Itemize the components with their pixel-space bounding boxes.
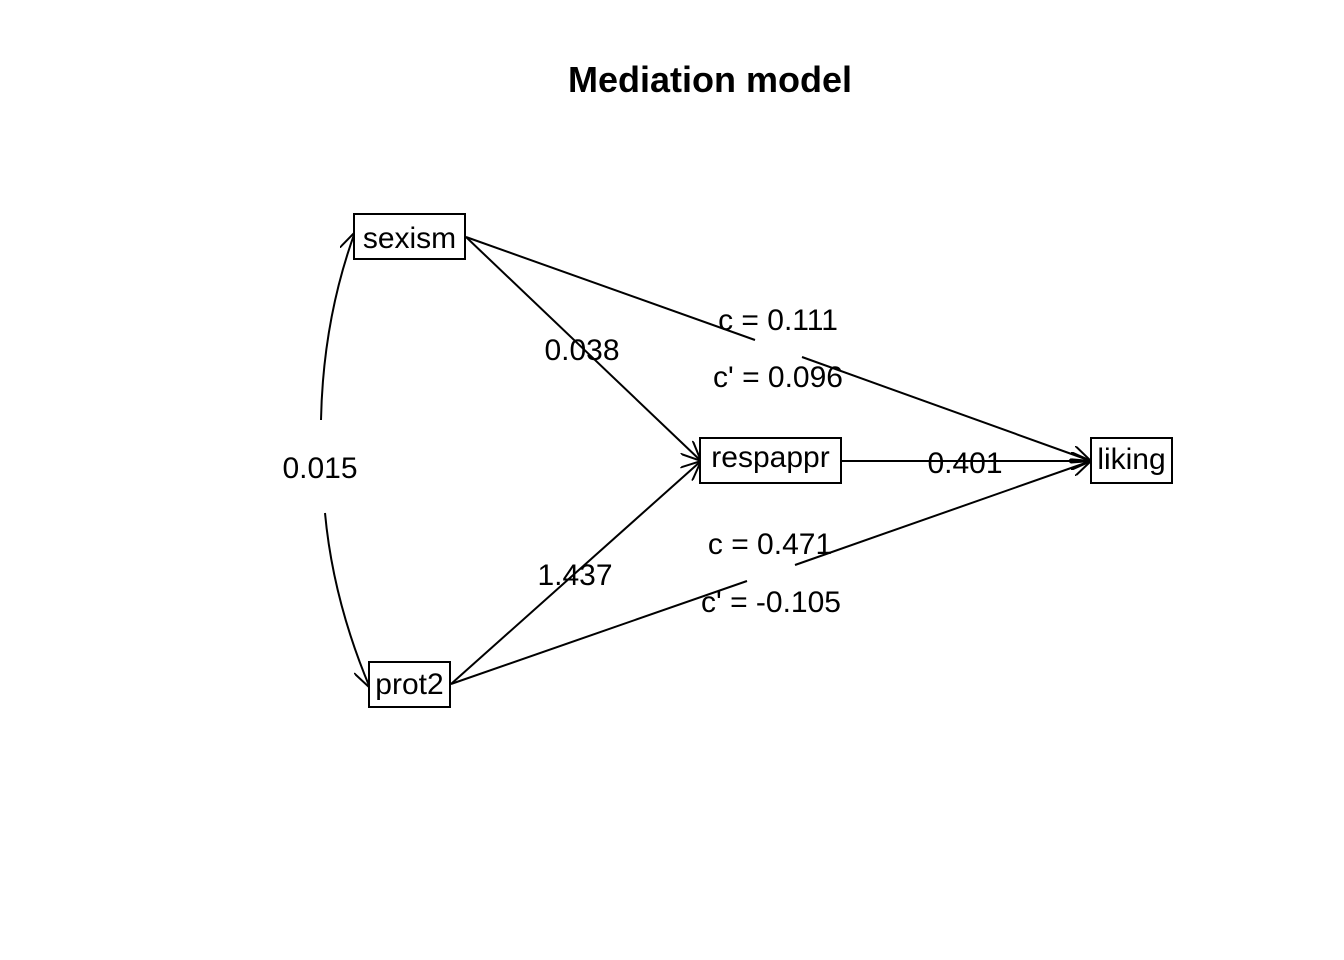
node-prot2-label: prot2: [375, 668, 443, 701]
label-prot2-respappr: 1.437: [537, 559, 612, 592]
node-sexism: sexism: [353, 213, 466, 260]
label-sexism-liking-c: c = 0.111: [718, 304, 838, 337]
covariance-arc-lower: [324, 512, 370, 688]
label-prot2-liking-cprime: c' = -0.105: [701, 586, 841, 619]
edge-sexism-respappr: [465, 236, 701, 461]
node-sexism-label: sexism: [363, 222, 456, 255]
label-sexism-liking-cprime: c' = 0.096: [713, 361, 843, 394]
edge-sexism-liking-part2: [801, 356, 1091, 461]
edge-prot2-liking-part2: [794, 461, 1091, 566]
node-liking: liking: [1090, 437, 1173, 484]
label-covariance: 0.015: [282, 452, 357, 485]
diagram-title: Mediation model: [568, 59, 852, 100]
node-liking-label: liking: [1097, 443, 1165, 476]
edge-sexism-liking-part1: [465, 236, 756, 341]
node-respappr-label: respappr: [711, 441, 829, 474]
node-respappr: respappr: [699, 437, 842, 484]
covariance-arc-upper: [320, 232, 355, 421]
label-respappr-liking: 0.401: [927, 447, 1002, 480]
label-prot2-liking-c: c = 0.471: [708, 528, 832, 561]
edge-prot2-liking-part1: [450, 580, 748, 685]
edge-prot2-respappr: [450, 461, 701, 685]
node-prot2: prot2: [368, 661, 451, 708]
label-sexism-respappr: 0.038: [544, 334, 619, 367]
